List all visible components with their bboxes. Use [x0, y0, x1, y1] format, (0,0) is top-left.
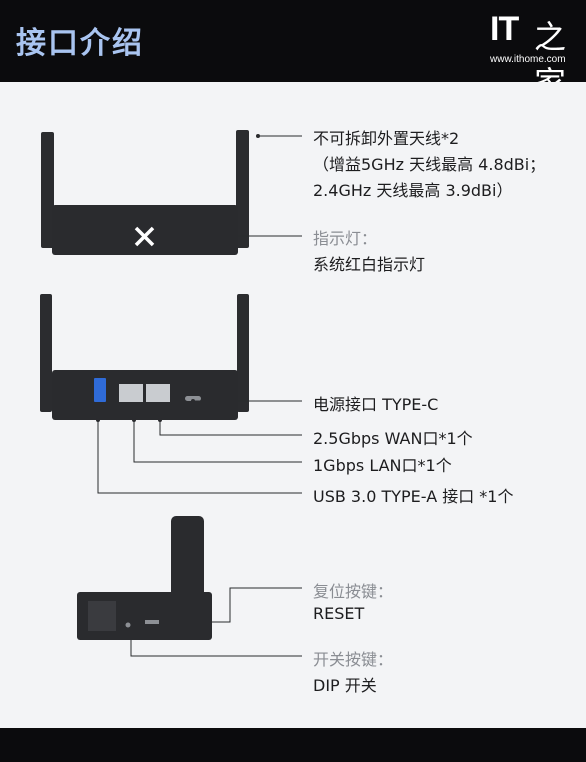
antenna-label-line3: 2.4GHz 天线最高 3.9dBi）: [313, 181, 513, 200]
router-front-view: [41, 130, 249, 255]
lan-port-label: 1Gbps LAN口*1个: [313, 456, 452, 475]
lan-port-icon: [119, 384, 143, 402]
reset-hole-icon: [125, 622, 131, 628]
power-port-label: 电源接口 TYPE-C: [313, 395, 439, 414]
router-back-view: [40, 294, 249, 420]
dip-title: 开关按键：: [313, 650, 394, 669]
wan-port-label: 2.5Gbps WAN口*1个: [313, 429, 473, 448]
dip-desc: DIP 开关: [313, 676, 377, 695]
reset-title: 复位按键：: [313, 582, 394, 601]
dip-switch-icon: [145, 620, 159, 624]
leader-dots: [96, 134, 260, 422]
logo-mark: IT: [490, 10, 519, 48]
footer-bar: [0, 728, 586, 762]
router-body: [52, 205, 238, 255]
router-side-view: [77, 516, 212, 640]
left-antenna: [40, 294, 52, 412]
wan-port-icon: [146, 384, 170, 402]
leader-lines: [97, 135, 302, 657]
page-title: 接口介绍: [16, 26, 144, 61]
vent-grille: [88, 601, 116, 631]
indicator-title: 指示灯：: [313, 229, 378, 248]
router-body: [52, 370, 238, 420]
logo-url: www.ithome.com: [490, 54, 566, 65]
type-c-port-icon: [185, 396, 201, 401]
left-antenna: [41, 132, 54, 248]
x-logo-icon: [134, 226, 155, 247]
reset-desc: RESET: [313, 604, 365, 623]
usb-port-label: USB 3.0 TYPE-A 接口 *1个: [313, 487, 514, 506]
antenna-label-line2: （增益5GHz 天线最高 4.8dBi；: [313, 155, 546, 174]
usb-port-icon: [94, 378, 106, 402]
antenna-label-line1: 不可拆卸外置天线*2: [313, 129, 460, 148]
right-antenna: [236, 130, 249, 248]
indicator-desc: 系统红白指示灯: [313, 255, 426, 274]
right-antenna: [237, 294, 249, 412]
